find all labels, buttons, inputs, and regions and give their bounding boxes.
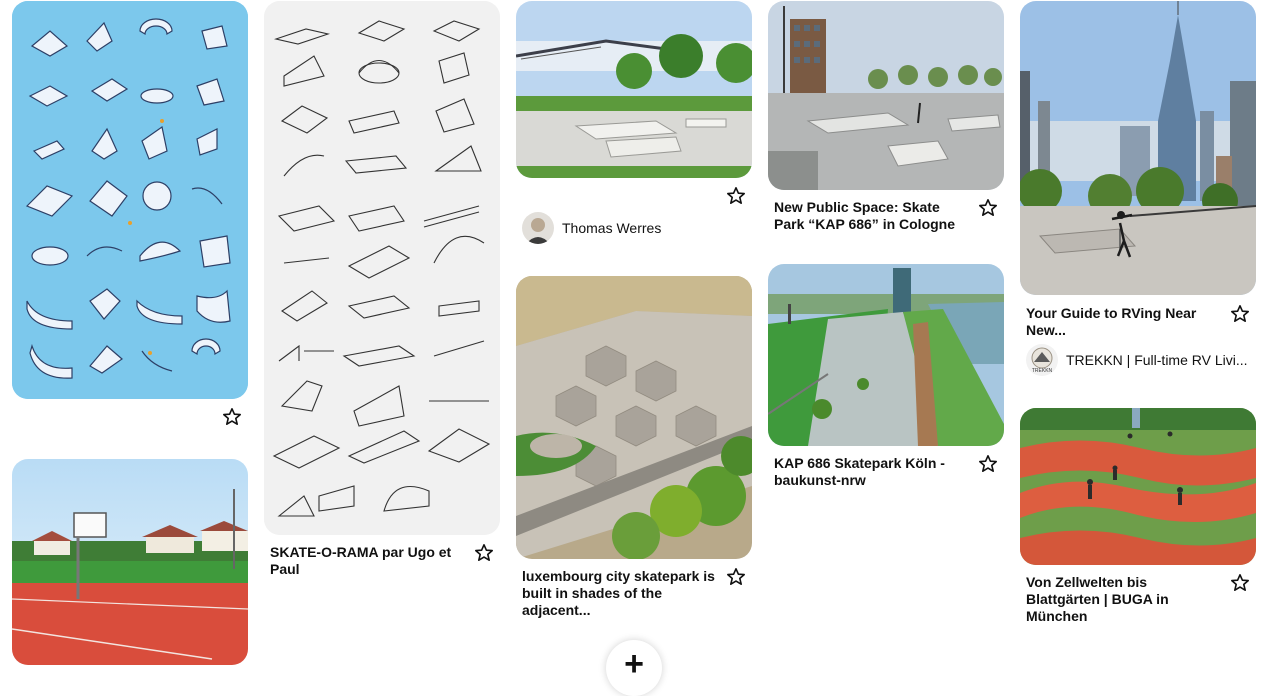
basketball-court-photo	[12, 459, 248, 665]
pin-image-skate-icons[interactable]	[12, 1, 248, 399]
pin-title[interactable]: SKATE-O-RAMA par Ugo et Paul	[270, 544, 452, 577]
add-button[interactable]: +	[606, 640, 662, 696]
pin-title[interactable]: Von Zellwelten bis Blattgärten | BUGA in…	[1026, 574, 1169, 624]
pin-image-skate-o-rama[interactable]	[264, 1, 500, 535]
skate-obstacle-icons-illustration	[12, 1, 248, 399]
save-star-icon[interactable]	[978, 198, 998, 218]
pin-author[interactable]: TREKKN TREKKN | Full-time RV Livi...	[1026, 344, 1248, 376]
save-star-icon[interactable]	[1230, 304, 1250, 324]
cologne-skatepark-photo	[768, 1, 1004, 190]
buga-pumptrack-photo	[1020, 408, 1256, 565]
trekkn-logo-avatar: TREKKN	[1026, 344, 1058, 376]
new-york-skatepark-photo	[1020, 1, 1256, 295]
trekkn-logo-text: TREKKN	[1032, 368, 1053, 374]
author-name: TREKKN | Full-time RV Livi...	[1066, 352, 1248, 368]
luxembourg-skatepark-photo	[516, 276, 752, 559]
kap686-aerial-photo	[768, 264, 1004, 446]
author-name: Thomas Werres	[562, 220, 662, 236]
skate-obstacle-sketches	[264, 1, 500, 535]
pin-title[interactable]: New Public Space: Skate Park “KAP 686” i…	[774, 199, 956, 232]
pin-title[interactable]: KAP 686 Skatepark Köln - baukunst-nrw	[774, 455, 945, 488]
pin-author[interactable]: Thomas Werres	[522, 212, 661, 244]
save-star-icon[interactable]	[726, 186, 746, 206]
skate-plaza-photo	[516, 1, 752, 178]
save-star-icon[interactable]	[474, 543, 494, 563]
pin-image-kap686-public-space[interactable]	[768, 1, 1004, 190]
pin-image-luxembourg[interactable]	[516, 276, 752, 559]
pin-image-plaza[interactable]	[516, 1, 752, 178]
pin-image-kap686-koeln[interactable]	[768, 264, 1004, 446]
save-star-icon[interactable]	[222, 407, 242, 427]
plus-icon: +	[624, 645, 644, 683]
avatar	[522, 212, 554, 244]
save-star-icon[interactable]	[1230, 573, 1250, 593]
pin-title[interactable]: luxembourg city skatepark is built in sh…	[522, 568, 715, 618]
pin-image-basketball-court[interactable]	[12, 459, 248, 665]
save-star-icon[interactable]	[978, 454, 998, 474]
pin-title[interactable]: Your Guide to RVing Near New...	[1026, 305, 1197, 338]
pin-image-buga-muenchen[interactable]	[1020, 408, 1256, 565]
save-star-icon[interactable]	[726, 567, 746, 587]
pin-image-rving-new-york[interactable]	[1020, 1, 1256, 295]
